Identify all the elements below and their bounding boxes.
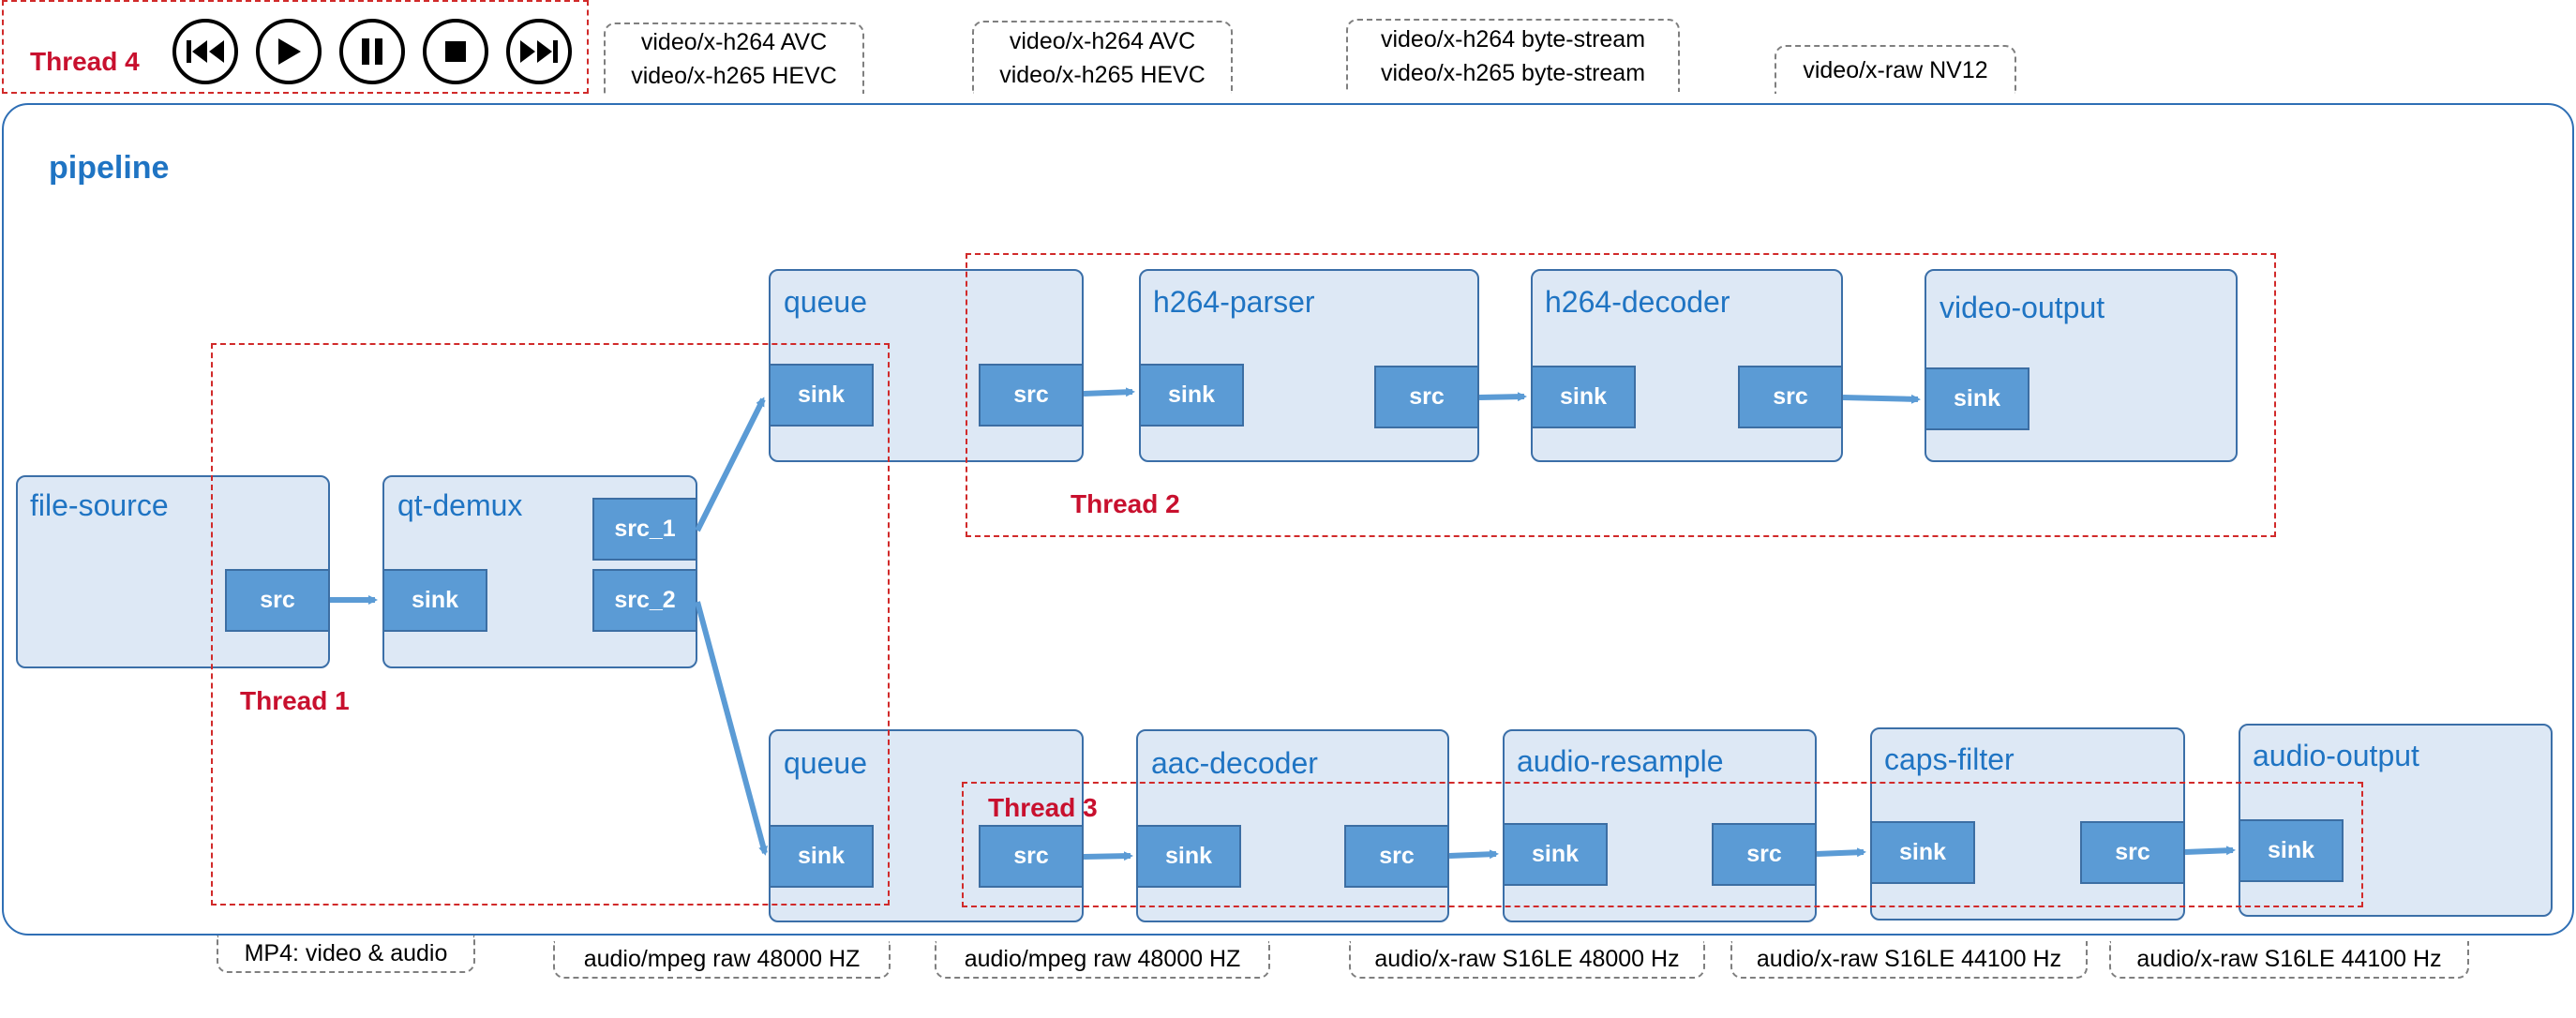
- sink-pad[interactable]: sink: [1503, 823, 1608, 886]
- thread-4-label: Thread 4: [30, 47, 140, 76]
- thread-1-box: [211, 343, 890, 906]
- link-arrow: [695, 397, 766, 532]
- element-title: video-output: [1939, 291, 2105, 324]
- sink-pad[interactable]: sink: [769, 364, 874, 427]
- src-pad[interactable]: src: [1374, 366, 1479, 428]
- element-title: caps-filter: [1884, 742, 2014, 776]
- sink-pad[interactable]: sink: [1139, 364, 1244, 427]
- sink-pad[interactable]: sink: [769, 825, 874, 888]
- thread-4-box: [2, 0, 589, 94]
- src-pad[interactable]: src: [979, 825, 1084, 888]
- src-pad[interactable]: src: [1712, 823, 1817, 886]
- element-title: audio-resample: [1517, 744, 1724, 778]
- caps-line: video/x-h264 AVC: [1009, 28, 1196, 54]
- caps-label-bottom: audio/x-raw S16LE 44100 Hz: [1730, 941, 2088, 979]
- pipeline-title: pipeline: [49, 150, 170, 186]
- link-arrow: [1842, 394, 1921, 404]
- caps-label-bottom: audio/x-raw S16LE 44100 Hz: [2109, 941, 2469, 979]
- caps-label-bottom: audio/mpeg raw 48000 HZ: [553, 941, 891, 979]
- element-title: h264-decoder: [1545, 285, 1730, 319]
- sink-pad[interactable]: sink: [1531, 366, 1636, 428]
- sink-pad[interactable]: sink: [1870, 821, 1975, 884]
- caps-label-top: video/x-h264 AVC video/x-h265 HEVC: [604, 22, 864, 94]
- element-title: file-source: [30, 488, 169, 522]
- caps-label-bottom: MP4: video & audio: [217, 936, 475, 973]
- sink-pad[interactable]: sink: [382, 569, 487, 632]
- caps-label-top: video/x-h264 AVC video/x-h265 HEVC: [972, 21, 1233, 94]
- src-pad[interactable]: src: [2080, 821, 2185, 884]
- caps-line: video/x-h265 byte-stream: [1380, 60, 1646, 86]
- link-arrow: [1448, 849, 1499, 860]
- src-pad[interactable]: src: [1738, 366, 1843, 428]
- caps-line: video/x-h265 HEVC: [999, 62, 1206, 88]
- src-pad[interactable]: src: [225, 569, 330, 632]
- sink-pad[interactable]: sink: [1925, 367, 2029, 430]
- src-pad[interactable]: src: [1344, 825, 1449, 888]
- stop-icon[interactable]: [423, 19, 488, 84]
- caps-label-top: video/x-raw NV12: [1775, 45, 2016, 94]
- thread-3-label: Thread 3: [988, 793, 1098, 822]
- link-arrow: [2184, 846, 2236, 856]
- element-title: aac-decoder: [1151, 746, 1318, 780]
- element-title: h264-parser: [1153, 285, 1315, 319]
- link-arrow: [695, 601, 769, 856]
- element-title: audio-output: [2253, 739, 2419, 772]
- sink-pad[interactable]: sink: [1136, 825, 1241, 888]
- thread-3-box: [962, 782, 2363, 907]
- thread-2-box: [966, 253, 2276, 537]
- link-arrow: [1083, 387, 1135, 397]
- pause-icon[interactable]: [339, 19, 405, 84]
- play-icon[interactable]: [256, 19, 322, 84]
- src-pad[interactable]: src_1: [592, 498, 697, 561]
- element-title: queue: [784, 746, 867, 780]
- skip-back-icon[interactable]: [172, 19, 238, 84]
- link-arrow: [1816, 847, 1866, 858]
- caps-label-bottom: audio/mpeg raw 48000 HZ: [935, 941, 1270, 979]
- caps-label-top: video/x-h264 byte-stream video/x-h265 by…: [1346, 19, 1680, 92]
- element-title: qt-demux: [397, 488, 523, 522]
- link-arrow: [1083, 851, 1133, 861]
- sink-pad[interactable]: sink: [2239, 819, 2344, 882]
- caps-line: video/x-h265 HEVC: [631, 63, 837, 89]
- caps-line: video/x-h264 byte-stream: [1380, 26, 1646, 52]
- src-pad[interactable]: src: [979, 364, 1084, 427]
- src-pad[interactable]: src_2: [592, 569, 697, 632]
- caps-label-bottom: audio/x-raw S16LE 48000 Hz: [1349, 941, 1705, 979]
- thread-2-label: Thread 2: [1071, 489, 1180, 518]
- thread-1-label: Thread 1: [240, 686, 350, 715]
- skip-forward-icon[interactable]: [506, 19, 572, 84]
- element-title: queue: [784, 285, 867, 319]
- caps-line: video/x-raw NV12: [1803, 57, 1988, 83]
- caps-line: video/x-h264 AVC: [640, 29, 828, 55]
